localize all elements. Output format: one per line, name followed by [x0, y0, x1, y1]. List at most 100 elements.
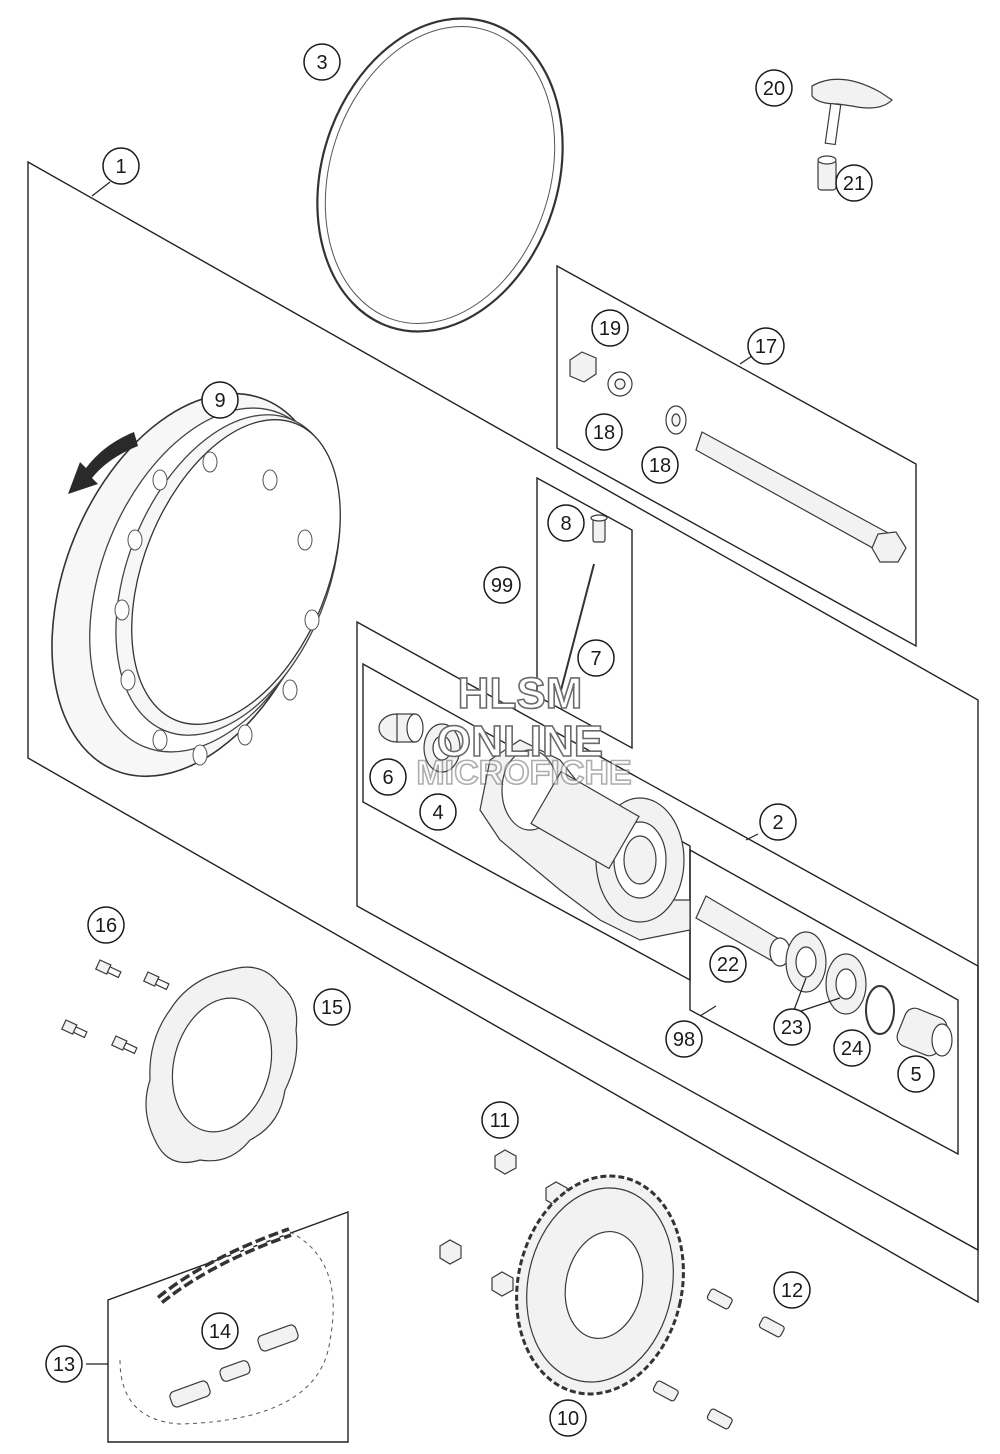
callout-c23: 23	[773, 1008, 811, 1046]
callout-c19: 19	[591, 309, 629, 347]
watermark-line-1: HLSM	[458, 669, 583, 718]
bearings-left	[378, 713, 461, 773]
callout-circle	[45, 1345, 83, 1383]
leader-lines	[86, 181, 841, 1365]
callout-circle	[747, 327, 785, 365]
callout-c17: 17	[747, 327, 785, 365]
callout-circle	[665, 1020, 703, 1058]
callout-label: 99	[491, 575, 513, 597]
callout-circle	[773, 1008, 811, 1046]
callout-c7: 7	[577, 639, 615, 677]
callout-circle	[419, 793, 457, 831]
callout-c13: 13	[45, 1345, 83, 1383]
callout-circle	[481, 1101, 519, 1139]
callout-circle	[709, 945, 747, 983]
callout-c18b: 18	[641, 446, 679, 484]
callout-c4: 4	[419, 793, 457, 831]
callout-circle	[102, 147, 140, 185]
callout-c2: 2	[759, 803, 797, 841]
axle-parts	[569, 351, 907, 563]
callout-circle	[547, 504, 585, 542]
callout-circle	[313, 988, 351, 1026]
callout-c98: 98	[665, 1020, 703, 1058]
callout-label: 12	[781, 1280, 803, 1302]
callout-c99: 99	[483, 566, 521, 604]
callout-label: 24	[841, 1038, 863, 1060]
hub-part	[479, 739, 691, 941]
callout-circle	[577, 639, 615, 677]
callout-c18a: 18	[585, 413, 623, 451]
callout-label: 13	[53, 1354, 75, 1376]
chain-part	[119, 1227, 334, 1425]
callout-c15: 15	[313, 988, 351, 1026]
callout-label: 6	[382, 767, 393, 789]
callout-label: 98	[673, 1029, 695, 1051]
callout-circle	[87, 906, 125, 944]
callout-c1: 1	[102, 147, 140, 185]
callout-c8: 8	[547, 504, 585, 542]
callout-circle	[773, 1271, 811, 1309]
bearing-right-outline	[689, 848, 959, 1156]
callout-label: 15	[321, 997, 343, 1019]
callout-label: 11	[490, 1110, 511, 1132]
callout-c24: 24	[833, 1029, 871, 1067]
callout-c21: 21	[835, 164, 873, 202]
valve-cap-part	[811, 78, 893, 191]
rim-part	[51, 392, 341, 778]
callout-label: 9	[214, 390, 225, 412]
callout-label: 17	[755, 336, 777, 358]
callout-circle	[369, 758, 407, 796]
callout-circle	[897, 1055, 935, 1093]
callouts: 1234567891011121314151617181819202122232…	[45, 43, 935, 1437]
callout-label: 5	[910, 1064, 921, 1086]
spoke-kit-outline	[536, 476, 633, 750]
callout-label: 8	[560, 513, 571, 535]
sprocket-part	[515, 1174, 685, 1396]
callout-c10: 10	[549, 1399, 587, 1437]
callout-label: 1	[115, 156, 126, 178]
callout-circle	[641, 446, 679, 484]
callout-c20: 20	[755, 69, 793, 107]
callout-c16: 16	[87, 906, 125, 944]
callout-label: 3	[316, 52, 327, 74]
spoke-parts	[559, 514, 608, 695]
watermark-line-3: MICROFICHE	[416, 754, 631, 792]
watermark-line-2: ONLINE	[437, 717, 603, 766]
callout-label: 14	[209, 1321, 231, 1343]
callout-label: 18	[593, 422, 615, 444]
rotation-arrow-icon	[68, 432, 138, 494]
brake-disc-part	[145, 966, 298, 1164]
callout-c14: 14	[201, 1312, 239, 1350]
callout-label: 19	[599, 318, 621, 340]
callout-label: 7	[590, 648, 601, 670]
callout-c11: 11	[481, 1101, 519, 1139]
callout-c9: 9	[201, 381, 239, 419]
sprocket-bolts	[652, 1288, 785, 1430]
callout-circle	[833, 1029, 871, 1067]
callout-circle	[835, 164, 873, 202]
callout-circle	[759, 803, 797, 841]
callout-c3: 3	[303, 43, 341, 81]
callout-circle	[585, 413, 623, 451]
callout-label: 16	[95, 915, 117, 937]
bearings-right	[695, 895, 953, 1057]
callout-label: 22	[717, 954, 739, 976]
axle-kit-outline	[556, 264, 917, 648]
callout-circle	[201, 381, 239, 419]
rim-band-part	[316, 17, 564, 333]
callout-label: 21	[843, 173, 865, 195]
callout-label: 20	[763, 78, 785, 100]
callout-c12: 12	[773, 1271, 811, 1309]
wheel-assembly-outline	[27, 160, 979, 1304]
callout-label: 2	[772, 812, 783, 834]
callout-circle	[303, 43, 341, 81]
hub-assembly-outline	[356, 620, 979, 1252]
callout-label: 23	[781, 1017, 803, 1039]
callout-circle	[755, 69, 793, 107]
chain-kit-outline	[107, 1210, 349, 1443]
callout-c6: 6	[369, 758, 407, 796]
callout-circle	[201, 1312, 239, 1350]
callout-circle	[549, 1399, 587, 1437]
callout-c22: 22	[709, 945, 747, 983]
